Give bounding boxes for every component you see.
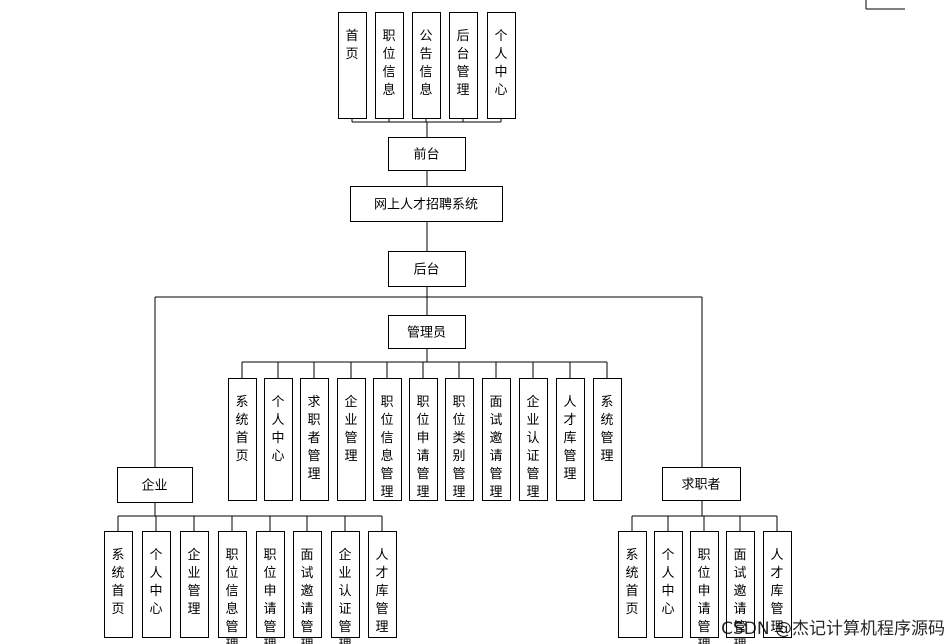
- front-node-label: 前台: [413, 147, 439, 163]
- enterprise-child-7-label: 人才库管理: [375, 548, 388, 635]
- enterprise-child-1: 个人中心: [142, 531, 171, 638]
- enterprise-child-7: 人才库管理: [368, 531, 397, 638]
- admin-child-6: 职位类别管理: [445, 378, 474, 501]
- front-child-1: 职位信息: [375, 12, 404, 119]
- back-node: 后台: [388, 251, 466, 287]
- enterprise-child-2: 企业管理: [180, 531, 209, 638]
- admin-child-4-label: 职位信息管理: [380, 395, 393, 500]
- front-child-0-label: 首页: [345, 29, 358, 62]
- enterprise-child-6-label: 企业认证管理: [338, 547, 351, 644]
- jobseeker-child-2-label: 职位申请管理: [697, 548, 710, 644]
- jobseeker-child-4-label: 人才库管理: [770, 548, 783, 635]
- admin-child-0-label: 系统首页: [235, 395, 248, 464]
- enterprise-child-5-label: 面试邀请管理: [300, 548, 313, 644]
- root-node-label: 网上人才招聘系统: [374, 198, 478, 213]
- enterprise-child-2-label: 企业管理: [187, 547, 200, 617]
- admin-child-1: 个人中心: [264, 378, 293, 501]
- enterprise-child-3-label: 职位信息管理: [225, 548, 238, 644]
- front-child-1-label: 职位信息: [382, 29, 395, 98]
- admin-child-10-label: 系统管理: [600, 395, 613, 464]
- admin-child-3-label: 企业管理: [344, 394, 357, 464]
- admin-child-7: 面试邀请管理: [482, 378, 511, 501]
- jobseeker-child-3: 面试邀请管理: [726, 531, 755, 644]
- front-child-3-label: 后台管理: [456, 29, 469, 98]
- front-node: 前台: [388, 137, 466, 171]
- front-child-0: 首页: [338, 12, 367, 119]
- admin-child-7-label: 面试邀请管理: [489, 395, 502, 500]
- admin-child-8-label: 企业认证管理: [526, 394, 539, 500]
- admin-child-8: 企业认证管理: [519, 378, 548, 501]
- enterprise-child-4-label: 职位申请管理: [263, 548, 276, 644]
- enterprise-node: 企业: [117, 467, 193, 503]
- admin-child-0: 系统首页: [228, 378, 257, 501]
- enterprise-child-0-label: 系统首页: [111, 548, 124, 617]
- jobseeker-node: 求职者: [662, 467, 741, 501]
- admin-child-5-label: 职位申请管理: [416, 395, 429, 500]
- admin-child-2-label: 求职者管理: [307, 395, 320, 482]
- jobseeker-child-4: 人才库管理: [763, 531, 792, 638]
- front-child-4-label: 个人中心: [494, 29, 507, 98]
- admin-child-10: 系统管理: [593, 378, 622, 501]
- admin-node: 管理员: [388, 315, 466, 349]
- jobseeker-child-0: 系统首页: [618, 531, 647, 638]
- enterprise-node-label: 企业: [141, 478, 167, 494]
- enterprise-child-3: 职位信息管理: [218, 531, 247, 644]
- jobseeker-node-label: 求职者: [681, 478, 720, 493]
- front-child-2: 公告信息: [412, 12, 441, 119]
- front-child-3: 后台管理: [449, 12, 478, 119]
- admin-child-9: 人才库管理: [556, 378, 585, 501]
- back-node-label: 后台: [413, 263, 439, 278]
- enterprise-child-0: 系统首页: [104, 531, 133, 638]
- root-node: 网上人才招聘系统: [350, 186, 503, 222]
- jobseeker-child-0-label: 系统首页: [625, 548, 638, 617]
- jobseeker-child-2: 职位申请管理: [690, 531, 719, 644]
- admin-child-1-label: 个人中心: [271, 395, 284, 464]
- jobseeker-child-3-label: 面试邀请管理: [733, 548, 746, 644]
- admin-child-3: 企业管理: [337, 378, 366, 501]
- admin-child-9-label: 人才库管理: [563, 395, 576, 482]
- enterprise-child-1-label: 个人中心: [149, 548, 162, 617]
- enterprise-child-5: 面试邀请管理: [293, 531, 322, 644]
- admin-child-4: 职位信息管理: [373, 378, 402, 501]
- enterprise-child-4: 职位申请管理: [256, 531, 285, 644]
- admin-node-label: 管理员: [407, 326, 446, 341]
- admin-child-6-label: 职位类别管理: [452, 395, 465, 500]
- front-child-2-label: 公告信息: [419, 29, 432, 98]
- jobseeker-child-1: 个人中心: [654, 531, 683, 638]
- jobseeker-child-1-label: 个人中心: [661, 548, 674, 617]
- front-child-4: 个人中心: [487, 12, 516, 119]
- admin-child-2: 求职者管理: [300, 378, 329, 501]
- admin-child-5: 职位申请管理: [409, 378, 438, 501]
- enterprise-child-6: 企业认证管理: [331, 531, 360, 644]
- watermark-text: CSDN @杰记计算机程序源码: [721, 619, 945, 639]
